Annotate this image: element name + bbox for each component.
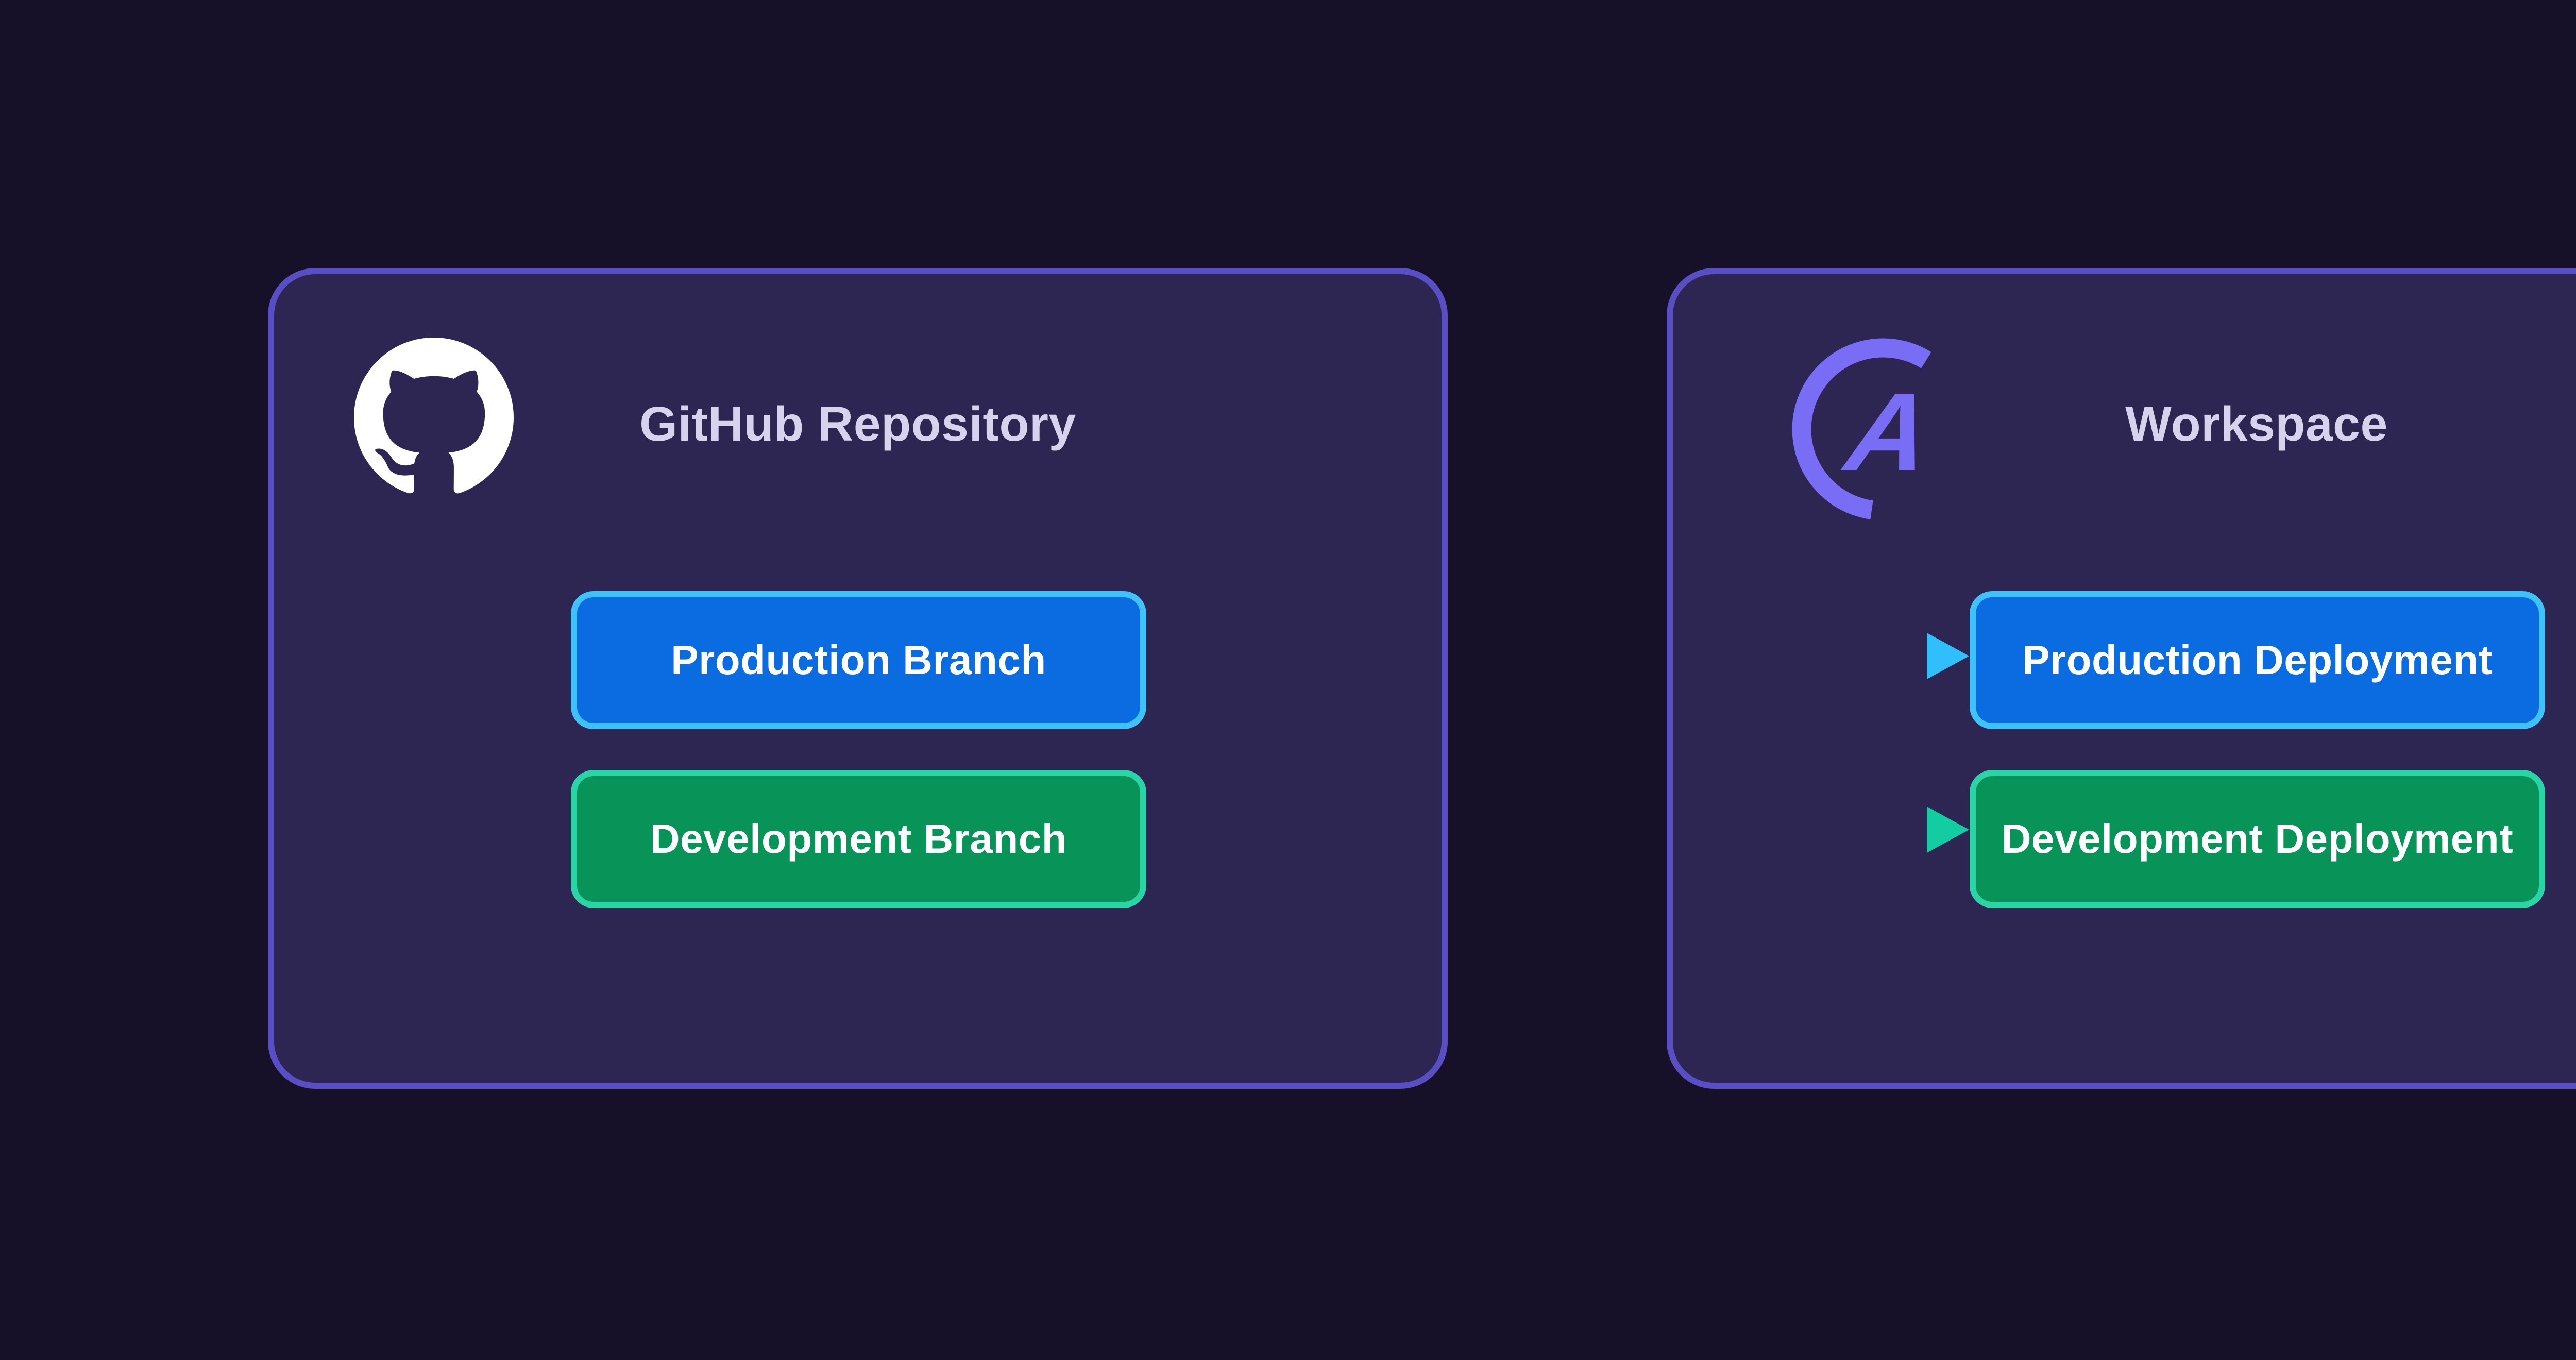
production-branch-label: Production Branch [671, 637, 1046, 683]
production-branch-node: Production Branch [571, 591, 1146, 729]
github-octocat-icon [354, 338, 514, 497]
development-branch-node: Development Branch [571, 770, 1146, 908]
workspace-panel: A Workspace Production Deployment Develo… [1667, 268, 2576, 1089]
workspace-panel-title: Workspace [2125, 397, 2388, 451]
development-deployment-label: Development Deployment [2001, 816, 2514, 862]
development-branch-label: Development Branch [650, 816, 1067, 862]
a-arc-logo-icon: A [1790, 337, 1976, 522]
github-panel-title: GitHub Repository [639, 397, 1076, 451]
production-deployment-node: Production Deployment [1970, 591, 2545, 729]
production-deployment-label: Production Deployment [2022, 637, 2493, 683]
development-deployment-node: Development Deployment [1970, 770, 2545, 908]
github-repository-panel: GitHub Repository Production Branch Deve… [268, 268, 1448, 1089]
